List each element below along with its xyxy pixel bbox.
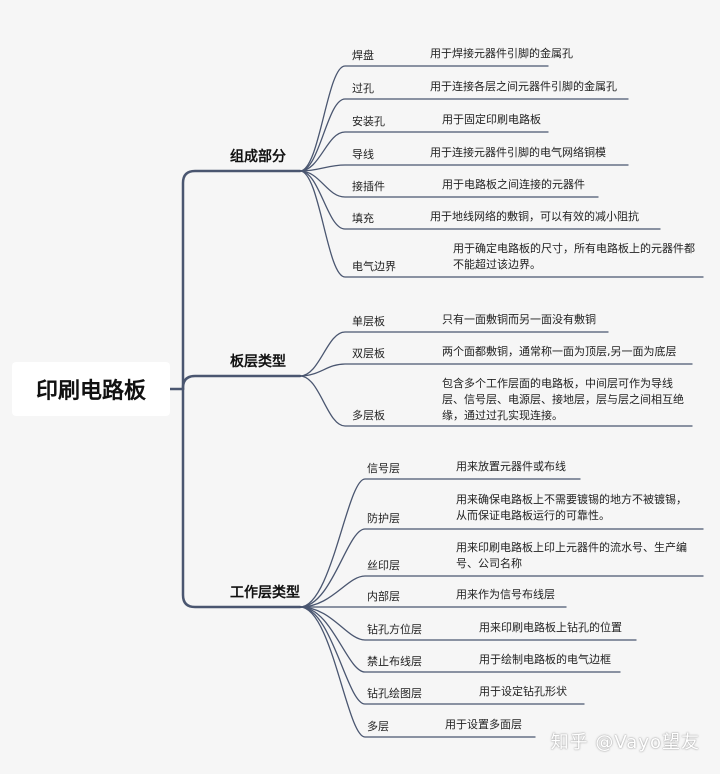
root-node[interactable]: 印刷电路板 — [12, 362, 170, 416]
branch-line-1 — [181, 374, 302, 391]
desc-pad: 用于焊接元器件引脚的金属孔 — [430, 47, 573, 60]
sub-line-0-2 — [299, 131, 549, 172]
branch-board-types[interactable]: 板层类型 — [230, 354, 286, 370]
branch-line-2 — [181, 387, 302, 609]
desc-inner-layer: 用来作为信号布线层 — [456, 588, 555, 601]
desc-signal-layer: 用来放置元器件或布线 — [456, 460, 566, 473]
desc-mount-hole: 用于固定印刷电路板 — [442, 113, 541, 126]
desc-fill: 用于地线网络的敷铜，可以有效的减小阻抗 — [430, 210, 639, 223]
item-electrical-boundary[interactable]: 电气边界 — [352, 260, 396, 273]
item-protection-layer[interactable]: 防护层 — [367, 512, 400, 525]
item-double-layer[interactable]: 双层板 — [352, 347, 385, 360]
desc-double-layer: 两个面都敷铜，通常称一面为顶层,另一面为底层 — [442, 345, 677, 358]
sub-line-2-1 — [299, 528, 704, 608]
desc-trace: 用于连接元器件引脚的电气网络铜模 — [430, 146, 606, 159]
branch-work-layers[interactable]: 工作层类型 — [230, 585, 300, 601]
item-connector[interactable]: 接插件 — [352, 180, 385, 193]
branch-line-0 — [181, 169, 302, 391]
desc-drill-position-layer: 用来印刷电路板上钻孔的位置 — [479, 621, 622, 634]
sub-line-2-5 — [299, 606, 621, 673]
item-pad[interactable]: 焊盘 — [352, 49, 374, 62]
sub-line-2-6 — [299, 606, 585, 705]
sub-line-0-4 — [299, 170, 599, 198]
item-signal-layer[interactable]: 信号层 — [367, 462, 400, 475]
item-keepout-layer[interactable]: 禁止布线层 — [367, 655, 422, 668]
item-single-layer[interactable]: 单层板 — [352, 315, 385, 328]
item-multi-layer[interactable]: 多层板 — [352, 409, 385, 422]
item-silkscreen-layer[interactable]: 丝印层 — [367, 559, 400, 572]
sub-line-0-5 — [299, 170, 661, 230]
item-multilayer[interactable]: 多层 — [367, 720, 389, 733]
desc-electrical-boundary: 用于确定电路板的尺寸，所有电路板上的元器件都不能超过该边界。 — [453, 242, 695, 271]
watermark: 知乎 @Vayo望友 — [550, 732, 700, 753]
desc-protection-layer: 用来确保电路板上不需要镀锡的地方不被镀锡，从而保证电路板运行的可靠性。 — [456, 493, 687, 522]
desc-multilayer: 用于设置多面层 — [445, 718, 522, 731]
sub-line-2-7 — [299, 606, 536, 738]
desc-multi-layer: 包含多个工作层面的电路板，中间层可作为导线层、信号层、电源层、接地层，层与层之间… — [442, 377, 684, 422]
sub-line-1-2 — [299, 375, 693, 427]
desc-connector: 用于电路板之间连接的元器件 — [442, 178, 585, 191]
item-fill[interactable]: 填充 — [352, 212, 374, 225]
item-inner-layer[interactable]: 内部层 — [367, 590, 400, 603]
desc-via: 用于连接各层之间元器件引脚的金属孔 — [430, 80, 617, 93]
item-drill-drawing-layer[interactable]: 钻孔绘图层 — [367, 687, 422, 700]
item-via[interactable]: 过孔 — [352, 82, 374, 95]
item-trace[interactable]: 导线 — [352, 148, 374, 161]
desc-silkscreen-layer: 用来印刷电路板上印上元器件的流水号、生产编号、公司名称 — [456, 541, 687, 570]
desc-drill-drawing-layer: 用于设定钻孔形状 — [479, 685, 567, 698]
sub-line-0-6 — [299, 170, 704, 278]
desc-single-layer: 只有一面敷铜而另一面没有敷铜 — [442, 313, 596, 326]
desc-keepout-layer: 用于绘制电路板的电气边框 — [479, 653, 611, 666]
sub-line-0-1 — [299, 98, 629, 172]
sub-line-2-4 — [299, 606, 637, 641]
sub-line-2-2 — [299, 575, 704, 608]
sub-line-1-1 — [299, 363, 693, 377]
branch-composition[interactable]: 组成部分 — [230, 149, 286, 165]
sub-line-0-0 — [299, 65, 549, 172]
sub-line-1-0 — [299, 331, 609, 377]
sub-line-0-3 — [299, 164, 629, 172]
sub-line-2-0 — [299, 478, 581, 608]
item-drill-position-layer[interactable]: 钻孔方位层 — [367, 623, 422, 636]
item-mount-hole[interactable]: 安装孔 — [352, 115, 385, 128]
